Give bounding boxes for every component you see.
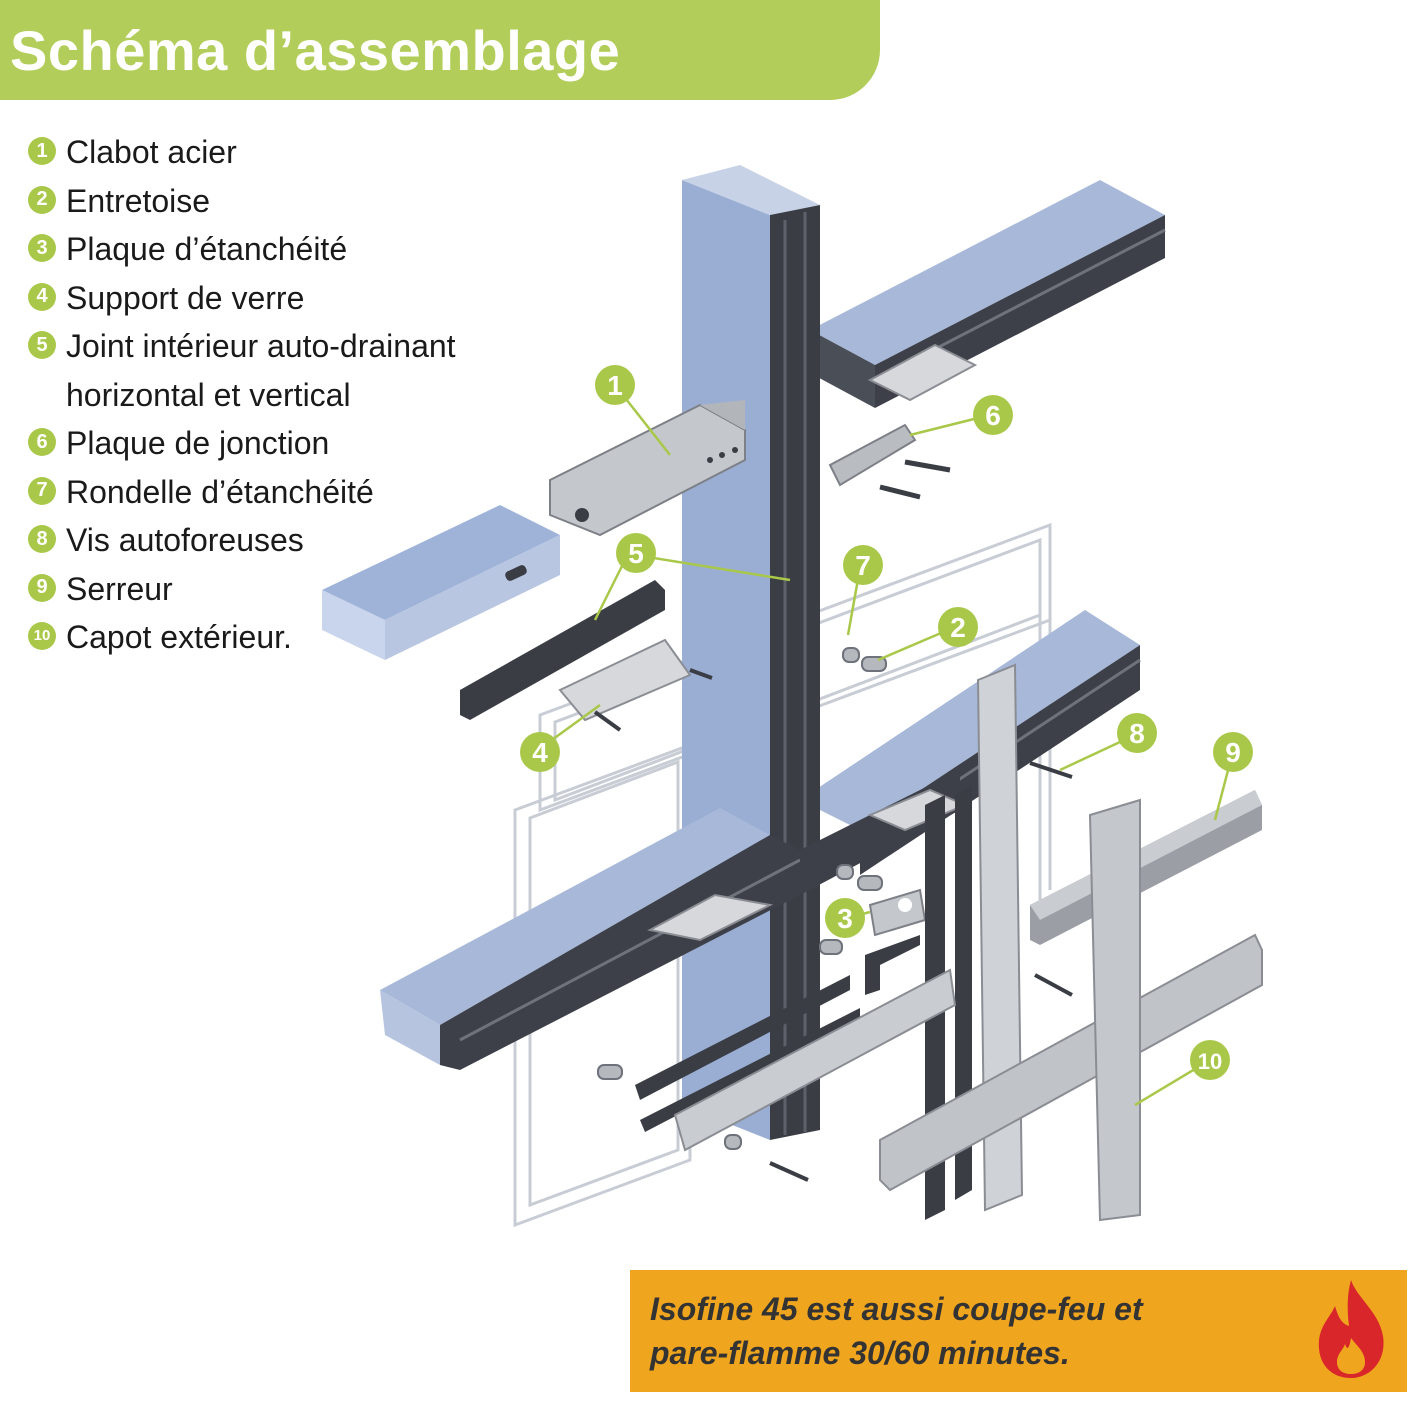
legend-number: 5: [28, 331, 56, 359]
transom-cutout: [322, 505, 560, 660]
steel-bracket: [549, 400, 746, 537]
callout-number: 8: [1129, 718, 1145, 749]
callout-number: 3: [837, 903, 853, 934]
exterior-caps: [879, 798, 1263, 1222]
callout-number: 6: [985, 400, 1001, 431]
legend-number: 9: [28, 573, 56, 602]
upper-transom: [810, 180, 1166, 408]
callout-2: 2: [938, 607, 978, 647]
callout-10: 10: [1190, 1040, 1230, 1080]
callout-9: 9: [1213, 732, 1253, 772]
legend-item-6: 6 Plaque de jonction: [28, 419, 548, 468]
legend-label: Vis autoforeuses: [66, 522, 304, 558]
callout-4: 4: [520, 732, 560, 772]
callout-number: 10: [1198, 1049, 1222, 1074]
callout-1: 1: [595, 365, 635, 405]
legend-item-8: 8 Vis autoforeuses: [28, 516, 548, 565]
legend-number: 4: [28, 282, 56, 311]
callout-3: 3: [825, 898, 865, 938]
sealing-plate: [868, 888, 927, 937]
notice-text: Isofine 45 est aussi coupe-feu et pare-f…: [650, 1291, 1143, 1371]
main-mullion: [682, 165, 820, 1140]
legend-number: 3: [28, 234, 56, 262]
junction-plate: [828, 423, 951, 500]
legend-number: 2: [28, 185, 56, 214]
callout-5: 5: [616, 533, 656, 573]
inner-gasket: [460, 580, 665, 720]
legend-label: Plaque d’étanchéité: [66, 231, 348, 267]
legend-number: 7: [28, 476, 56, 505]
callout-number: 5: [628, 538, 644, 569]
fire-rating-notice: Isofine 45 est aussi coupe-feu et pare-f…: [630, 1270, 1407, 1392]
pressure-plate: [673, 790, 1262, 1152]
callout-number: 4: [532, 737, 548, 768]
legend-item-4: 4 Support de verre: [28, 274, 548, 323]
page-title: Schéma d’assemblage: [10, 18, 621, 82]
legend-label: Capot extérieur.: [66, 619, 292, 655]
legend-label: Clabot acier: [66, 134, 237, 170]
legend-item-5: 5 Joint intérieur auto-drainant horizont…: [28, 322, 548, 419]
legend-label: Joint intérieur auto-drainant horizontal…: [66, 328, 456, 413]
callout-number: 1: [607, 370, 623, 401]
callout-8: 8: [1117, 713, 1157, 753]
glass-support-plates: [558, 343, 978, 942]
legend-label: Entretoise: [66, 182, 211, 219]
callout-number: 2: [950, 612, 966, 643]
callout-6: 6: [973, 395, 1013, 435]
legend-label: Support de verre: [66, 279, 305, 316]
legend-label: Serreur: [66, 570, 173, 607]
legend-item-2: 2 Entretoise: [28, 177, 548, 226]
legend-label: Rondelle d’étanchéité: [66, 473, 374, 510]
legend-item-10: 10 Capot extérieur.: [28, 613, 548, 662]
legend-number: 8: [28, 525, 56, 553]
title-banner: Schéma d’assemblage: [0, 0, 880, 100]
self-drilling-screws: [593, 668, 1073, 1182]
flame-icon: [1318, 1280, 1384, 1378]
legend-item-3: 3 Plaque d’étanchéité: [28, 225, 548, 274]
parts-legend: 1 Clabot acier 2 Entretoise 3 Plaque d’é…: [28, 128, 548, 662]
callout-number: 9: [1225, 737, 1241, 768]
legend-item-9: 9 Serreur: [28, 565, 548, 614]
callout-number: 7: [855, 550, 871, 581]
legend-item-7: 7 Rondelle d’étanchéité: [28, 468, 548, 517]
legend-number: 1: [28, 137, 56, 165]
legend-number: 10: [28, 622, 56, 650]
legend-item-1: 1 Clabot acier: [28, 128, 548, 177]
legend-label: Plaque de jonction: [66, 425, 330, 461]
legend-number: 6: [28, 428, 56, 456]
callout-7: 7: [843, 545, 883, 585]
